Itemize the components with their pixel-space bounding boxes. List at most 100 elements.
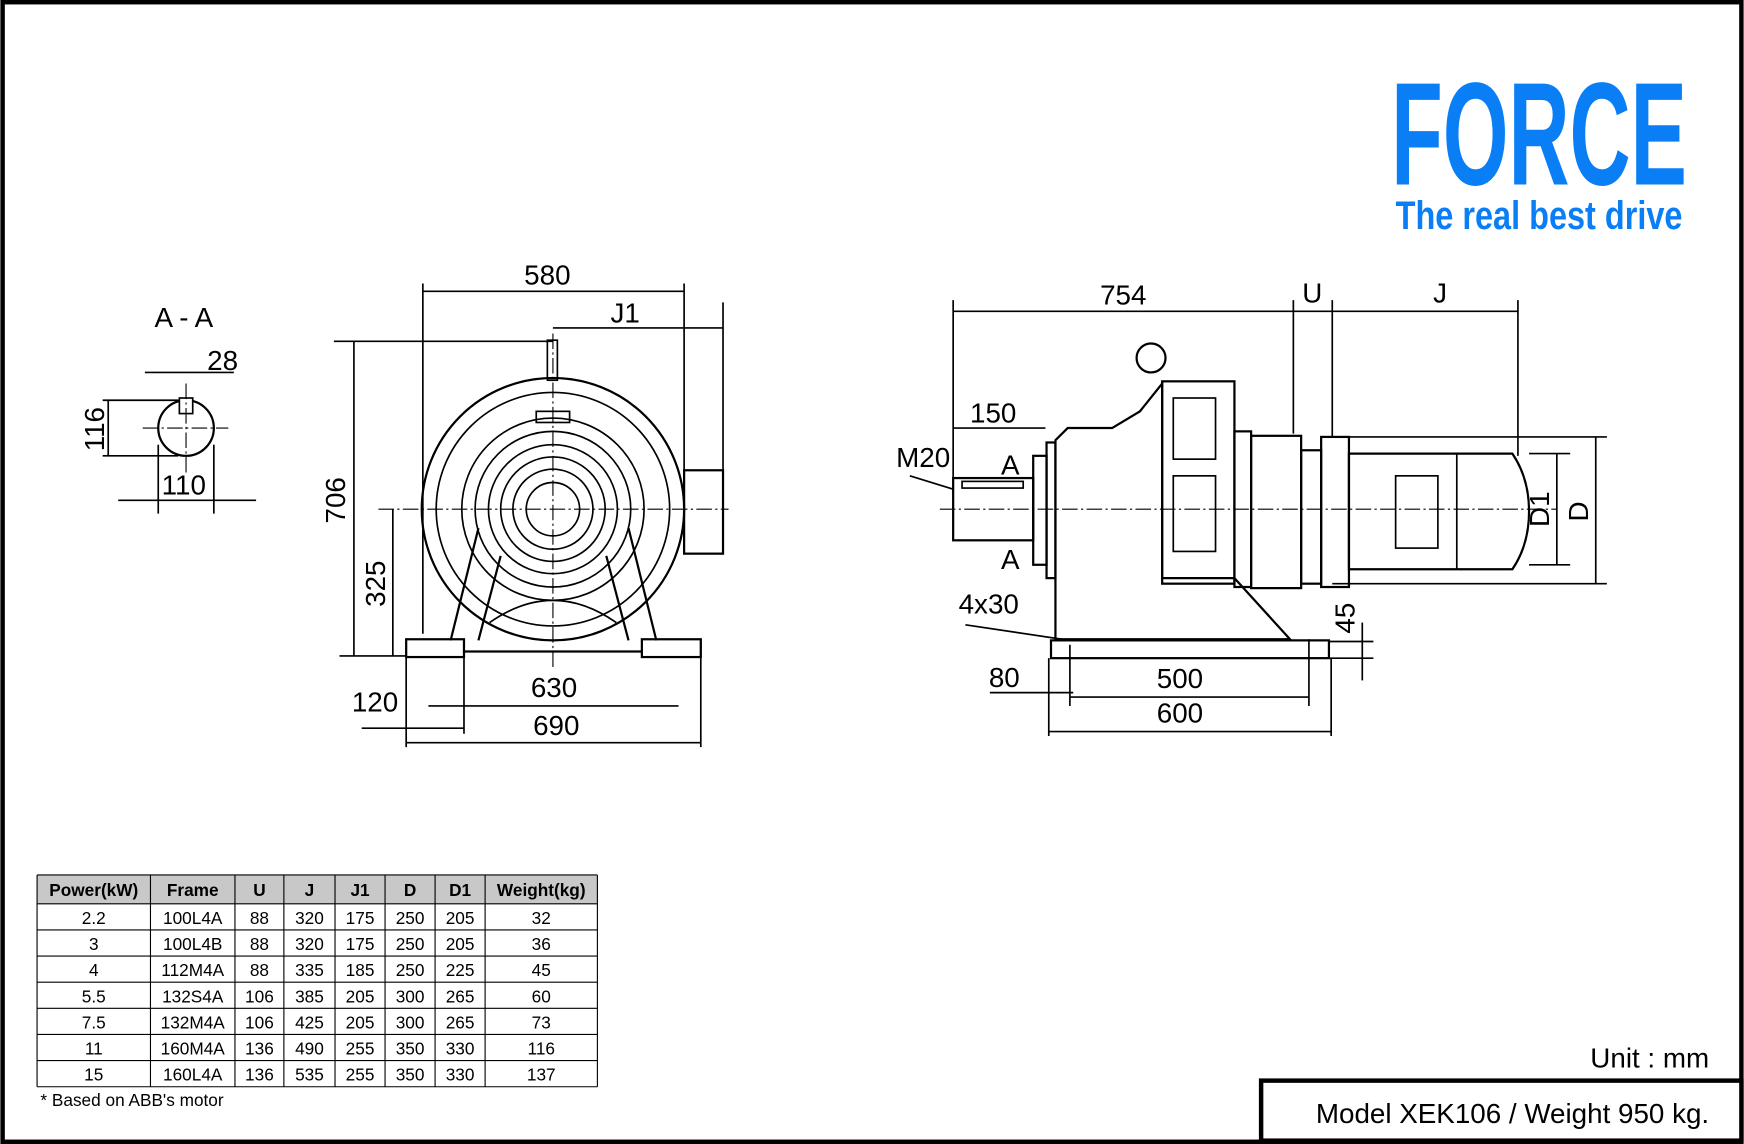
table-cell: 320 [295,934,324,954]
table-cell: 116 [528,1039,555,1059]
section-mark-top: A [1001,450,1020,481]
dim-shaft-height: 325 [360,560,391,606]
table-header-cell: U [253,880,265,900]
table-cell: 5.5 [82,986,106,1006]
table-cell: 137 [527,1065,556,1085]
table-cell: 490 [295,1039,324,1059]
dim-u: U [1302,277,1322,308]
model-label: Model XEK106 / Weight 950 kg. [1316,1098,1709,1129]
model-box [1258,1078,1744,1143]
dim-base-length: 600 [1157,698,1203,729]
table-cell: 2.2 [82,908,106,928]
dim-foot-span: 630 [531,672,577,703]
table-cell: 250 [396,908,425,928]
dim-thread: M20 [896,442,950,473]
table-header-cell: D [404,880,416,900]
table-cell: 136 [245,1039,274,1059]
table-cell: 265 [446,986,475,1006]
table-header-cell: D1 [449,880,471,900]
table-cell: 132S4A [162,986,224,1006]
table-cell: 160M4A [161,1039,226,1059]
dim-offset: 80 [989,662,1020,693]
dim-shaft-diameter: 110 [162,470,206,501]
table-cell: 205 [346,1012,375,1032]
dim-key-height: 116 [79,407,110,451]
table-cell: 385 [295,986,324,1006]
dim-key-width: 28 [207,345,238,376]
dim-foot: 120 [352,687,398,718]
table-cell: 320 [295,908,324,928]
table-cell: 15 [84,1065,103,1085]
table-header-cell: Frame [167,880,219,900]
table-cell: 32 [532,908,551,928]
section-a-a-view: A - A 28 116 110 [79,302,257,514]
table-cell: 106 [245,986,274,1006]
table-cell: 45 [532,960,551,980]
dim-base-thickness: 45 [1330,603,1361,634]
table-cell: 100L4A [163,908,223,928]
table-cell: 88 [250,960,269,980]
table-cell: 3 [89,934,99,954]
dim-overall-height: 706 [320,477,351,523]
table-cell: 250 [396,934,425,954]
dim-top-width: 580 [524,260,570,291]
table-cell: 88 [250,934,269,954]
dim-j: J [1433,277,1447,308]
table-cell: 265 [446,1012,475,1032]
table-footnote: * Based on ABB's motor [40,1090,223,1110]
dim-base-width: 690 [533,710,579,741]
front-view: 580 J1 706 325 630 690 120 [320,260,729,748]
table-cell: 175 [346,908,375,928]
table-cell: 100L4B [163,934,222,954]
dim-hole-span: 500 [1157,663,1203,694]
dim-holes: 4x30 [959,589,1019,620]
motor-spec-table: Power(kW) Frame U J J1 D D1 Weight(kg) 2.2 100L4A… [36,874,598,1088]
table-cell: 300 [396,1012,425,1032]
table-cell: 88 [250,908,269,928]
table-cell: 255 [346,1039,375,1059]
table-cell: 112M4A [161,960,224,980]
table-cell: 205 [446,908,475,928]
table-cell: 11 [85,1039,103,1059]
table-cell: 60 [532,986,551,1006]
dim-shaft-length: 150 [970,397,1016,428]
table-cell: 160L4A [163,1065,223,1085]
brand-tagline: The real best drive [1396,194,1683,238]
table-cell: 205 [446,934,475,954]
table-cell: 330 [446,1039,475,1059]
table-cell: 335 [295,960,324,980]
dim-overall-length: 754 [1100,280,1146,311]
table-cell: 36 [532,934,551,954]
table-header-cell: Weight(kg) [497,880,586,900]
dim-j1: J1 [611,297,640,328]
unit-label: Unit : mm [1590,1042,1709,1073]
table-cell: 175 [346,934,375,954]
table-cell: 425 [295,1012,324,1032]
table-cell: 7.5 [82,1012,106,1032]
table-cell: 185 [346,960,375,980]
table-cell: 255 [346,1065,375,1085]
table-cell: 106 [245,1012,274,1032]
table-cell: 73 [532,1012,551,1032]
table-cell: 132M4A [161,1012,226,1032]
table-cell: 136 [245,1065,274,1085]
table-cell: 300 [396,986,425,1006]
table-cell: 250 [396,960,425,980]
table-header-bg [37,874,598,904]
table-header-cell: J [305,880,315,900]
dim-d1: D1 [1524,491,1555,527]
table-cell: 4 [89,960,99,980]
table-cell: 535 [295,1065,324,1085]
force-logo: FORCE The real best drive [1391,53,1687,238]
table-cell: 350 [396,1039,425,1059]
table-header-cell: Power(kW) [49,880,138,900]
dim-d: D [1563,501,1594,521]
side-view: 754 U J 150 M20 A A 4x30 45 80 500 600 D… [896,277,1607,736]
table-cell: 205 [346,986,375,1006]
table-cell: 225 [446,960,475,980]
table-header-cell: J1 [350,880,370,900]
table-cell: 330 [446,1065,475,1085]
table-cell: 350 [396,1065,425,1085]
